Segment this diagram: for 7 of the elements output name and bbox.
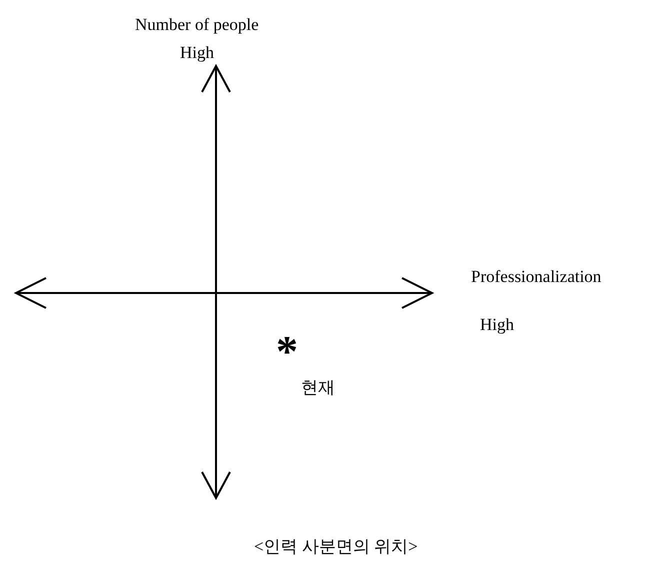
point-label: 현재 [301, 378, 335, 396]
caption: <인력 사분면의 위치> [254, 538, 418, 554]
axis-title: Number of people [135, 16, 259, 32]
position-marker: * [276, 330, 298, 374]
axis-end-label: High [180, 44, 214, 60]
axis-end-label: High [480, 316, 514, 332]
axis-title: Professionalization [471, 268, 602, 284]
